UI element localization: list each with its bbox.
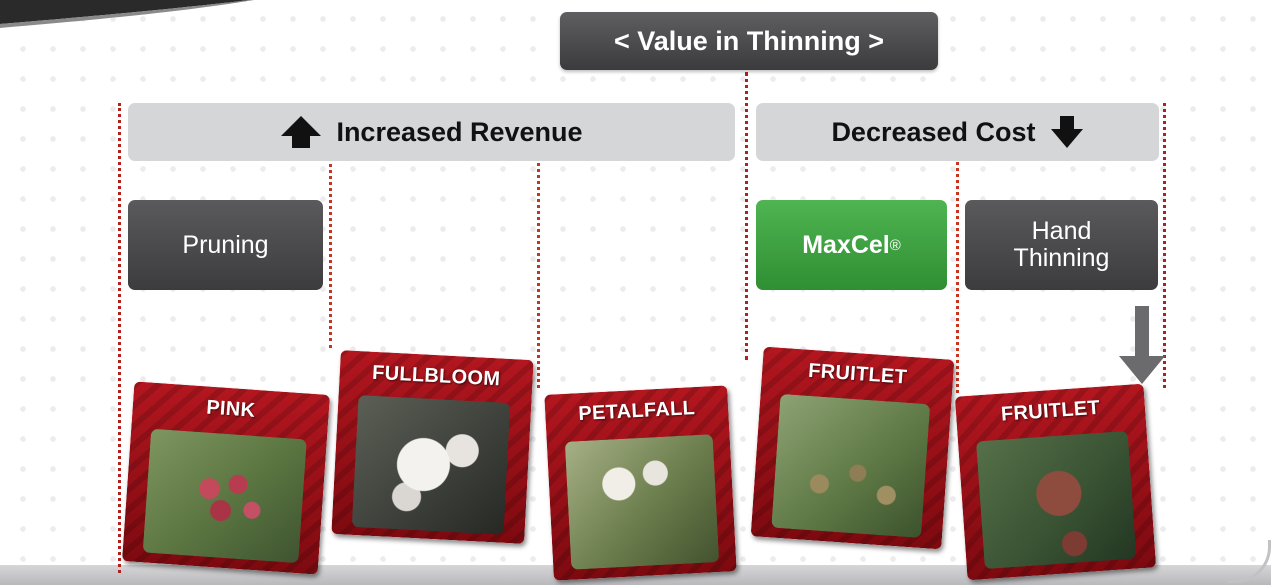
stage-tile-fruitlet-late: FRUITLET <box>954 383 1157 581</box>
maxcel-box: MaxCel® <box>756 200 947 290</box>
hand-thinning-line1: Hand <box>1031 217 1092 245</box>
decreased-cost-label: Decreased Cost <box>831 116 1036 147</box>
pink-buds-photo <box>142 428 307 564</box>
stage-label-petalfall: PETALFALL <box>577 397 696 426</box>
corner-swoosh-decoration <box>0 0 254 28</box>
increased-revenue-label: Increased Revenue <box>336 116 583 147</box>
stage-label-pink: PINK <box>205 396 257 422</box>
fullbloom-photo <box>351 395 511 535</box>
arrow-down-icon <box>1119 306 1165 384</box>
increased-revenue-header: Increased Revenue <box>128 103 735 161</box>
fruitlet-late-photo <box>975 430 1137 570</box>
dotted-line-hand-thinning <box>956 103 959 393</box>
stage-label-fullbloom: FULLBLOOM <box>371 361 501 391</box>
stage-label-fruitlet-early: FRUITLET <box>807 359 908 389</box>
decreased-cost-header: Decreased Cost <box>756 103 1159 161</box>
registered-mark: ® <box>889 236 901 254</box>
arrow-up-icon <box>281 116 322 148</box>
dotted-line-fullbloom <box>329 103 332 348</box>
stage-tile-fruitlet-early: FRUITLET <box>750 346 955 550</box>
stage-tile-petalfall: PETALFALL <box>544 385 737 581</box>
hand-thinning-box: Hand Thinning <box>965 200 1158 290</box>
dotted-line-center <box>745 72 748 360</box>
stage-tile-pink: PINK <box>121 381 331 575</box>
stage-label-fruitlet-late: FRUITLET <box>1000 396 1101 426</box>
hand-thinning-line2: Thinning <box>1013 244 1110 272</box>
dotted-line-petalfall <box>537 103 540 388</box>
dotted-line-pink <box>118 103 121 573</box>
petalfall-photo <box>564 434 720 570</box>
arrow-down-icon <box>1050 116 1083 148</box>
value-in-thinning-title: < Value in Thinning > <box>560 12 938 70</box>
stage-tile-fullbloom: FULLBLOOM <box>331 350 534 544</box>
pruning-box: Pruning <box>128 200 323 290</box>
fruitlet-early-photo <box>771 393 931 538</box>
maxcel-label: MaxCel <box>802 230 890 259</box>
dotted-line-right <box>1163 103 1166 388</box>
pruning-label: Pruning <box>182 230 269 259</box>
